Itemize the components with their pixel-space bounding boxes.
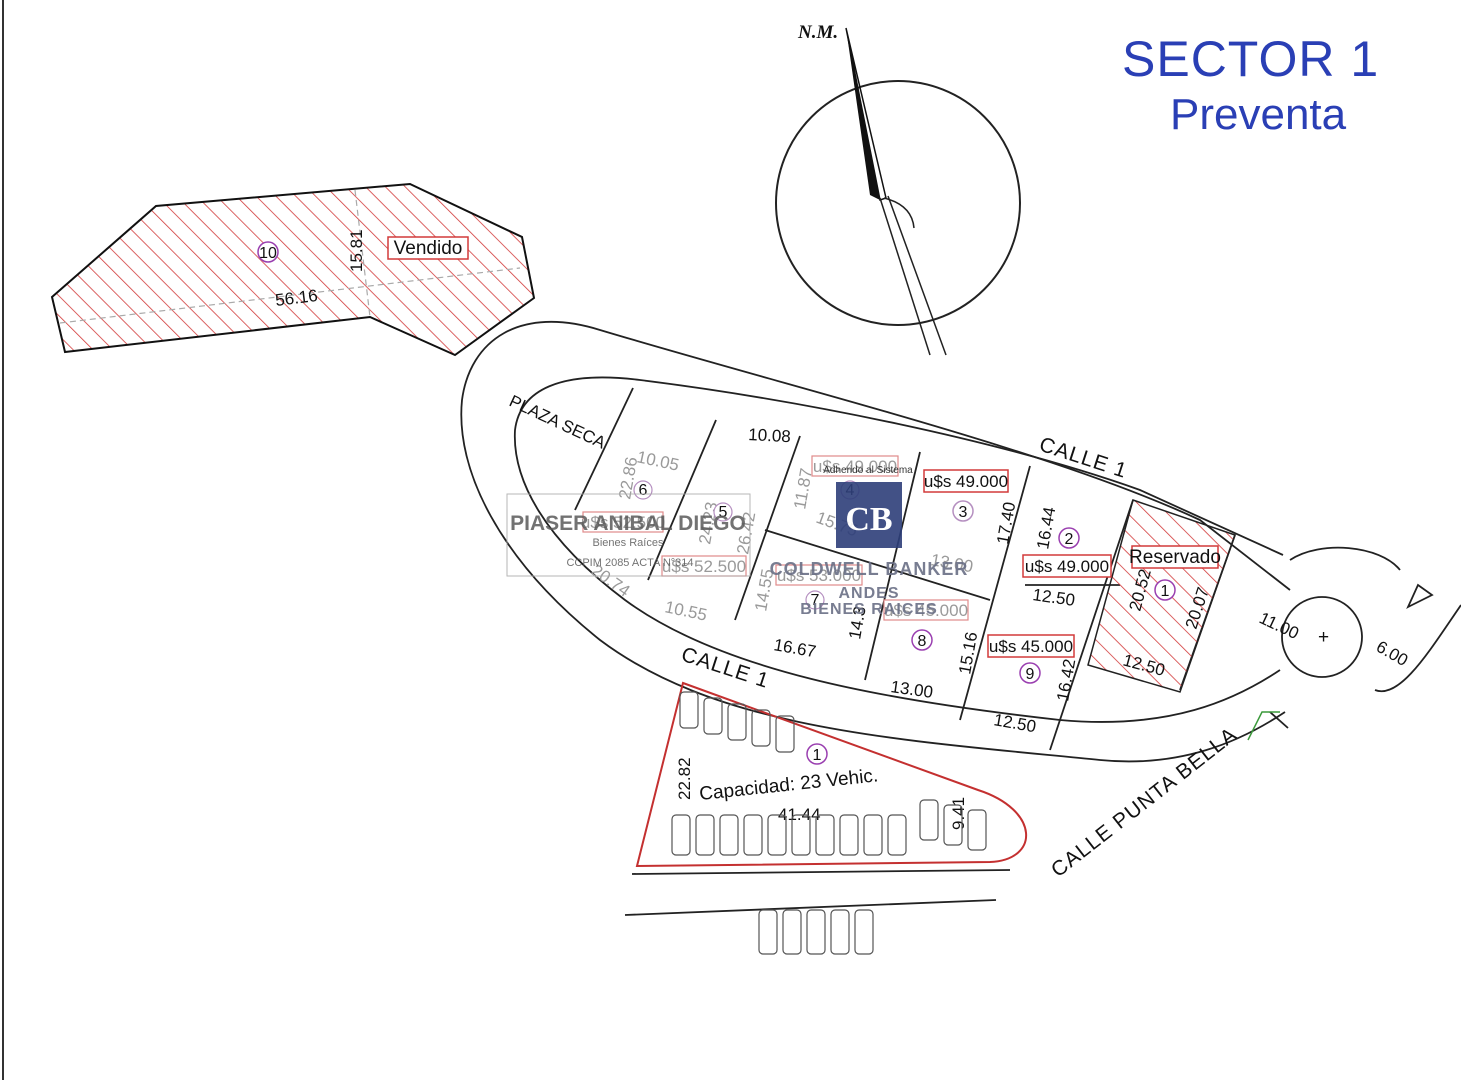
brand-watermark: CB COLDWELL BANKER ANDES BIENES RAICES — [770, 482, 969, 618]
lot-3-dim-a: 17.40 — [993, 500, 1019, 545]
north-label: N.M. — [797, 22, 838, 43]
lot-6-dim-b: 10.05 — [635, 447, 681, 474]
brand-line-2: ANDES — [838, 585, 899, 602]
parking-dim-a: 22.82 — [675, 757, 694, 800]
lot-9-number: 9 — [1026, 666, 1035, 683]
lot-10-status: Vendido — [394, 238, 463, 259]
lot-10-number: 10 — [259, 245, 277, 262]
brand-logo-icon: CB — [845, 501, 892, 538]
lot-8-dim-b: 15.16 — [955, 630, 981, 675]
lot-8-price[interactable]: u$s 45.000 — [884, 601, 968, 620]
lot-10-area[interactable] — [50, 182, 536, 357]
lot-9-dim-a: 16.42 — [1053, 657, 1079, 702]
parking-stalls-street — [758, 909, 874, 955]
lot-4-price[interactable]: u$s 49.000 — [813, 457, 897, 476]
lot-7-price[interactable]: u$s 53.000 — [777, 566, 861, 585]
brand-line-3: BIENES RAICES — [800, 601, 937, 618]
road-outline — [460, 321, 1461, 763]
lot-7-number: 7 — [811, 592, 820, 609]
parking-number: 1 — [813, 747, 822, 764]
lot-10-dim-width: 15.81 — [347, 229, 366, 272]
parking-capacity: Capacidad: 23 Vehic. — [698, 765, 879, 805]
parking-dim-c: 9.41 — [949, 797, 968, 830]
lot-3-price[interactable]: u$s 49.000 — [924, 472, 1008, 491]
lot-4-note: Adherido al Sistema — [823, 465, 913, 476]
lot-8-number: 8 — [918, 633, 927, 650]
parking-area[interactable] — [635, 681, 1028, 868]
roundabout-dim-a: 11.00 — [1256, 608, 1301, 643]
lot-5-number: 5 — [719, 504, 728, 521]
lot-6-number: 6 — [639, 482, 648, 499]
parking-stalls-upper — [679, 691, 795, 753]
roundabout-center-icon: + — [1318, 627, 1329, 648]
lot-3-number: 3 — [959, 504, 968, 521]
sector-title: SECTOR 1 — [1122, 31, 1380, 87]
lot-5-dim-c: 10.08 — [748, 425, 791, 446]
lot-2-dim-b: 12.50 — [1031, 585, 1076, 610]
lot-9-price[interactable]: u$s 45.000 — [989, 637, 1073, 656]
roundabout-dim-b: 6.00 — [1373, 637, 1411, 670]
lot-6-dim-d: 10.55 — [663, 597, 709, 624]
agent-registration: CCPIM 2085 ACTA N°314 — [566, 557, 693, 569]
agent-watermark: PIASER ANIBAL DIEGO Bienes Raíces CCPIM … — [506, 493, 751, 577]
street-calle-punta-bella: CALLE PUNTA BELLA — [1047, 723, 1242, 882]
lot-5-price[interactable]: u$s 52.500 — [662, 557, 746, 576]
north-arrow-icon — [775, 27, 1021, 356]
lot-2-price[interactable]: u$s 49.000 — [1025, 557, 1109, 576]
parking-stalls-lower — [671, 799, 987, 856]
lot-2-number: 2 — [1065, 531, 1074, 548]
brand-line-1: COLDWELL BANKER — [770, 559, 969, 579]
lot-1-number: 1 — [1161, 583, 1170, 600]
plaza-seca-label: PLAZA SECA — [506, 391, 609, 452]
lot-8-dim-c: 13.00 — [889, 677, 934, 702]
agent-name: PIASER ANIBAL DIEGO — [510, 512, 746, 535]
lot-1-status: Reservado — [1129, 547, 1221, 568]
street-calle-1-north: CALLE 1 — [1036, 433, 1130, 483]
lot-7-dim-b: 16.67 — [772, 635, 817, 661]
lot-2-dim-a: 16.44 — [1033, 505, 1059, 550]
lot-4-dim-a: 11.87 — [790, 467, 816, 511]
lot-6-price[interactable]: u$s 52.500 — [581, 513, 665, 532]
agent-sub: Bienes Raíces — [593, 537, 664, 549]
lot-9-dim-b: 12.50 — [992, 710, 1037, 736]
sector-subtitle: Preventa — [1170, 90, 1347, 139]
